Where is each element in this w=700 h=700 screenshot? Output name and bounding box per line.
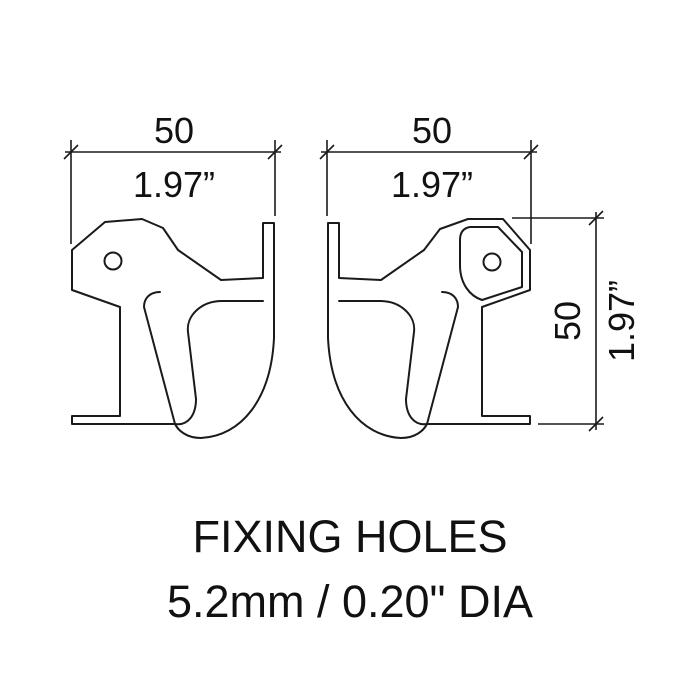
right-height-tick-bottom <box>588 416 604 432</box>
right-height-mm: 50 <box>547 301 588 341</box>
caption-fixing-holes: FIXING HOLES <box>192 511 508 562</box>
right-bracket-outline <box>327 218 531 439</box>
right-fixing-hole <box>482 252 502 272</box>
right-bracket-rim <box>459 226 523 301</box>
left-fixing-hole <box>103 251 123 271</box>
right-width-mm: 50 <box>412 110 452 151</box>
right-width-tick-r <box>523 144 539 160</box>
right-height-in: 1.97” <box>601 280 642 362</box>
right-height-tick-top <box>588 210 604 226</box>
left-width-in: 1.97” <box>133 164 215 205</box>
right-width-in: 1.97” <box>391 164 473 205</box>
caption-hole-diameter: 5.2mm / 0.20" DIA <box>166 576 534 627</box>
left-bracket-cutout <box>143 291 264 426</box>
left-bracket-outline <box>71 218 275 439</box>
left-width-tick-l <box>63 144 79 160</box>
right-bracket: 50 1.97” 50 1.97” <box>319 110 642 439</box>
left-bracket: 50 1.97” <box>63 110 283 439</box>
left-width-tick-r <box>267 144 283 160</box>
left-width-mm: 50 <box>154 110 194 151</box>
right-bracket-cutout <box>338 291 459 426</box>
right-width-tick-l <box>319 144 335 160</box>
